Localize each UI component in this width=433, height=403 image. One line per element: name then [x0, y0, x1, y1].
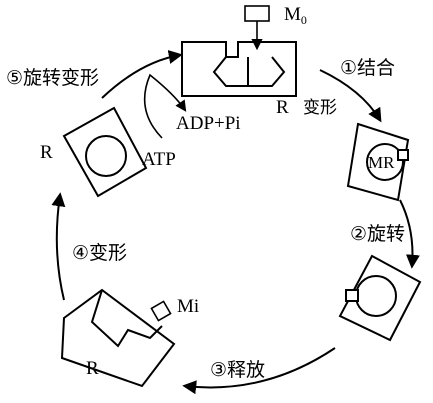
enzyme-left-pocket [85, 135, 127, 177]
step3-label: ③释放 [210, 359, 265, 381]
enzyme-top [181, 41, 297, 97]
r-top-deform-label: 变形 [303, 98, 337, 118]
enzyme-bottom-body [60, 288, 176, 388]
m0-molecule [244, 5, 270, 22]
enzyme-lower-right-m [345, 289, 359, 302]
enzyme-bottom-inner [90, 289, 163, 348]
enzyme-top-body [181, 41, 297, 97]
step5-label: ⑤旋转变形 [6, 67, 99, 89]
adp-pi-label: ADP+Pi [176, 113, 241, 134]
enzyme-bottom [60, 288, 176, 388]
step2-label: ②旋转 [350, 223, 405, 245]
atp-hydrolysis-arrow [143, 73, 187, 139]
enzyme-left [62, 106, 148, 198]
r-left-label: R [40, 142, 53, 163]
arrow-step2 [399, 199, 420, 269]
mi-label: Mi [177, 296, 199, 317]
atp-label: ATP [142, 149, 176, 170]
mr-label: MR [368, 153, 395, 172]
step4-label: ④变形 [72, 242, 127, 264]
arrow-step1 [319, 69, 382, 123]
enzyme-right-bound-m [397, 149, 409, 161]
arrow-step3 [182, 347, 336, 395]
step1-label: ①结合 [340, 57, 395, 79]
enzyme-right [346, 122, 410, 202]
enzyme-lower-right-pocket [355, 275, 397, 317]
cycle-arrows [51, 50, 420, 395]
enzyme-right-pocket [366, 143, 404, 181]
r-top-label: R [276, 97, 289, 118]
enzyme-lower-right [338, 254, 422, 342]
mi-molecule [150, 300, 172, 322]
arrow-step4 [51, 192, 66, 301]
arrow-step5 [101, 50, 183, 99]
m0-label: M0 [284, 4, 307, 27]
r-bottom-label: R [86, 358, 99, 379]
